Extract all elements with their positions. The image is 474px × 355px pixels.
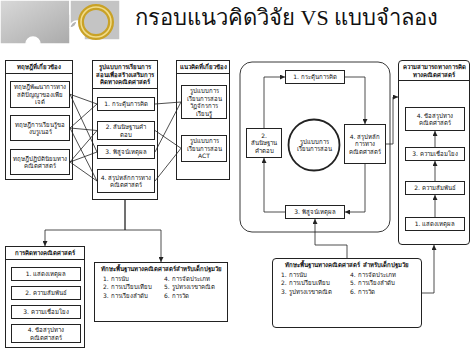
connector	[345, 77, 365, 124]
process-box: 3. พิสูจน์เหตุผล	[285, 205, 345, 219]
node-heading: 4. สรุปหลักการทางคณิตศาสตร์	[347, 133, 383, 156]
list-item: 3. รูปทรงเรขาคณิต	[281, 288, 344, 296]
list-item: 4. การจัดประเภท	[350, 271, 413, 279]
connector	[386, 97, 398, 144]
node-heading: 4. สรุปหลักการทางคณิตศาสตร์	[100, 174, 152, 189]
process-box: 4. ข้อสรุปทางคณิตศาสตร์	[11, 324, 81, 343]
group-box: ทฤษฎีพัฒนาการทางสติปัญญาของเพียเจต์ทฤษฎี…	[5, 60, 73, 180]
process-box: ทฤษฎีพัฒนาการทางสติปัญญาของเพียเจต์	[10, 81, 70, 108]
process-box: 2. สันนิษฐานคำตอบ	[246, 128, 282, 158]
connector	[125, 200, 161, 262]
node-heading: แนวคิดที่เกี่ยวข้อง	[177, 61, 229, 74]
connector	[264, 77, 285, 128]
process-box: 2. สันนิษฐานคำตอบ	[97, 121, 155, 140]
puzzle-piece	[70, 0, 120, 40]
gold-ring-shine	[81, 7, 111, 37]
connector	[345, 164, 365, 212]
circle-shape	[289, 120, 340, 171]
list-item: 3. การเรียงลำดับ	[103, 292, 158, 300]
node-heading: รูปแบบการเรียนการสอน ACT	[184, 137, 224, 160]
node-heading: 1. แสดงเหตุผล	[415, 220, 456, 228]
connector	[315, 219, 347, 258]
node-heading: รูปแบบการเรียนการสอน	[288, 138, 340, 153]
puzzle-piece	[0, 0, 77, 44]
node-heading: 2. ความสัมพันธ์	[414, 184, 456, 192]
connector	[264, 158, 285, 212]
node-heading: 1. แสดงเหตุผล	[26, 270, 67, 278]
process-box: รูปแบบการเรียนการสอนวัฏจักรการเรียนรู้	[181, 85, 227, 119]
node-heading: ทฤษฎีปฏิบัตินิยมทางคณิตศาสตร์	[13, 155, 67, 170]
list-item: 1. การนับ	[281, 271, 344, 279]
list-box: ทักษะพื้นฐานทางคณิตศาสตร์สำหรับเด็กปฐมวั…	[94, 262, 228, 322]
group-box: 1. แสดงเหตุผล 2. ความสัมพันธ์ 3. ความเชื่อ…	[5, 246, 85, 348]
node-heading: 4. ข้อสรุปทางคณิตศาสตร์	[408, 112, 462, 127]
connector	[435, 195, 436, 217]
process-box: 4. สรุปหลักการทางคณิตศาสตร์	[344, 124, 386, 164]
connector	[435, 161, 436, 181]
node-heading: ทฤษฎีการเรียนรู้ของบรูเนอร์	[13, 121, 67, 136]
node-heading: 2. สันนิษฐานคำตอบ	[249, 132, 279, 155]
node-heading: 2. ความสัมพันธ์	[25, 289, 67, 297]
list-item: 2. การเปรียบเทียบ	[281, 279, 344, 287]
list-item: 4. การจัดประเภท	[164, 275, 219, 283]
list-item: 5. รูปทรงเรขาคณิต	[164, 283, 219, 291]
item-grid: 1. การนับ2. การเปรียบเทียบ3. การเรียงลำด…	[99, 275, 223, 300]
cycle-circle: รูปแบบการเรียนการสอน	[288, 119, 340, 171]
list-item: 5. การเรียงลำดับ	[350, 279, 413, 287]
process-box: 1. แสดงเหตุผล	[405, 217, 465, 231]
connector	[45, 200, 125, 246]
node-heading: 3. ความเชื่อมโยง	[412, 150, 458, 158]
process-box: ทฤษฎีการเรียนรู้ของบรูเนอร์	[10, 115, 70, 141]
node-heading: ทฤษฎีที่เกี่ยวข้อง	[6, 61, 72, 74]
process-box: 1. กระตุ้นการคิด	[97, 97, 155, 111]
process-box: 3. ความเชื่อมโยง	[405, 147, 465, 161]
node-heading: 3. ความเชื่อมโยง	[23, 308, 69, 316]
list-item: 2. การเปรียบเทียบ	[103, 283, 158, 291]
process-box: ทฤษฎีปฏิบัตินิยมทางคณิตศาสตร์	[10, 149, 70, 175]
node-heading: ทฤษฎีพัฒนาการทางสติปัญญาของเพียเจต์	[13, 83, 67, 106]
group-box: 1. กระตุ้นการคิด 2. สันนิษฐานคำตอบ 3. พิสู…	[92, 60, 158, 200]
node-heading: รูปแบบการเรียนการสอนวัฏจักรการเรียนรู้	[184, 87, 224, 117]
node-heading: 2. สันนิษฐานคำตอบ	[100, 123, 152, 138]
process-box: 1. กระตุ้นการคิด	[285, 70, 345, 84]
connector	[155, 131, 181, 149]
node-heading: รูปแบบการเรียนการสอนเพื่อสร้างเสริมการคิ…	[93, 61, 157, 89]
connector	[435, 131, 436, 147]
group-box: 4. ข้อสรุปทางคณิตศาสตร์ 3. ความเชื่อมโยง 2…	[398, 60, 470, 245]
connector	[422, 245, 434, 293]
group-box: รูปแบบการเรียนการสอนวัฏจักรการเรียนรู้รู…	[176, 60, 230, 180]
node-heading: 3. พิสูจน์เหตุผล	[105, 148, 147, 156]
gold-ring	[81, 7, 111, 37]
process-box: 1. แสดงเหตุผล	[11, 267, 81, 281]
node-heading: ทักษะพื้นฐานทางคณิตศาสตร์สำหรับเด็กปฐมวั…	[99, 265, 223, 275]
process-box: 2. ความสัมพันธ์	[405, 181, 465, 195]
process-box: 2. ความสัมพันธ์	[11, 286, 81, 300]
list-box: ทักษะพื้นฐานทางคณิตศาสตร์ สำหรับเด็กปฐมว…	[272, 258, 422, 328]
item-grid: 1. การนับ2. การเปรียบเทียบ3. รูปทรงเรขาค…	[277, 271, 417, 296]
node-heading: 1. กระตุ้นการคิด	[104, 100, 148, 108]
list-item: 1. การนับ	[103, 275, 158, 283]
node-heading: การคิดทางคณิตศาสตร์	[6, 247, 84, 260]
slide-title: กรอบแนวคิดวิจัย VS แบบจำลอง	[135, 5, 438, 31]
node-heading: 1. กระตุ้นการคิด	[293, 73, 337, 81]
connector	[155, 102, 181, 152]
connector	[155, 148, 181, 181]
model-frame	[240, 62, 390, 232]
list-item: 6. การวัด	[164, 292, 219, 300]
node-heading: 4. ข้อสรุปทางคณิตศาสตร์	[14, 326, 78, 341]
process-box: 3. พิสูจน์เหตุผล	[97, 145, 155, 159]
list-item: 6. การวัด	[350, 288, 413, 296]
node-heading: 3. พิสูจน์เหตุผล	[294, 208, 336, 216]
process-box: 4. ข้อสรุปทางคณิตศาสตร์	[405, 107, 465, 131]
connector	[155, 102, 181, 104]
process-box: 4. สรุปหลักการทางคณิตศาสตร์	[97, 169, 155, 193]
process-box: รูปแบบการเรียนการสอน ACT	[181, 135, 227, 162]
process-box: 3. ความเชื่อมโยง	[11, 305, 81, 319]
node-heading: ความสามารถทางการคิดทางคณิตศาสตร์	[399, 61, 469, 81]
node-heading: ทักษะพื้นฐานทางคณิตศาสตร์ สำหรับเด็กปฐมว…	[277, 261, 417, 271]
